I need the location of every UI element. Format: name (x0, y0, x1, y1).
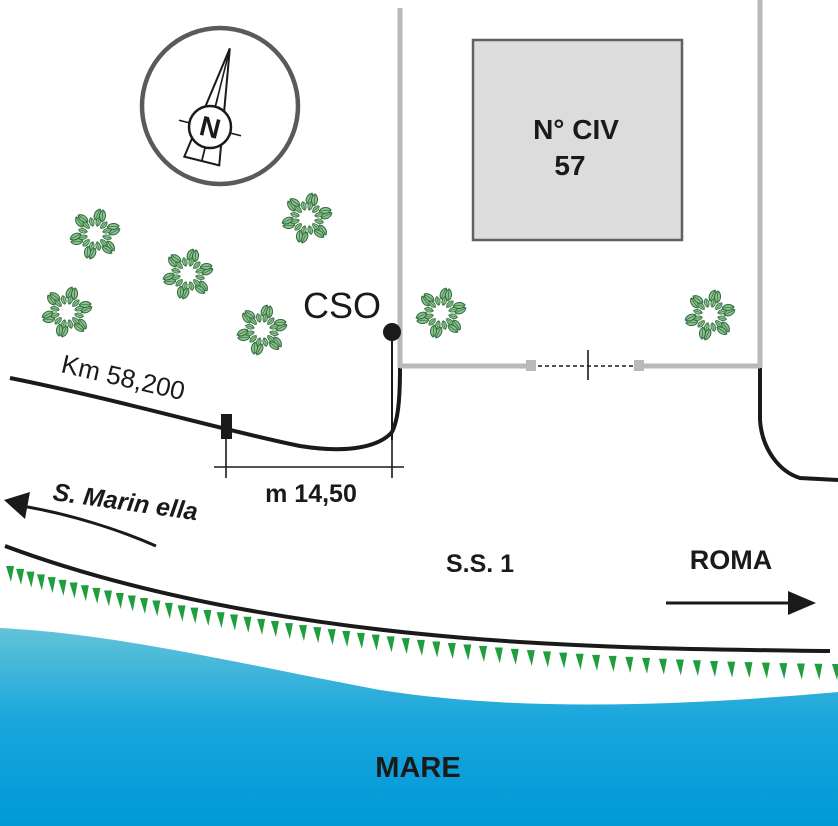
grass-tuft (692, 660, 701, 677)
compass-icon: N (139, 25, 301, 187)
coastline-vegetation (6, 566, 838, 680)
grass-tuft (386, 636, 395, 653)
road-south-edge (4, 544, 831, 653)
grass-tuft (608, 655, 617, 672)
grass-tuft (203, 609, 212, 626)
grass-tuft (463, 644, 472, 661)
km-marker (221, 414, 232, 439)
grass-tuft (526, 650, 535, 667)
grass-tuft (814, 663, 823, 680)
grass-tuft (152, 600, 161, 617)
grass-tuft (642, 657, 651, 674)
cso-point (383, 323, 401, 341)
sea-area (0, 628, 838, 826)
grass-tuft (371, 634, 380, 651)
building-label-line1: N° CIV (533, 114, 619, 145)
grass-tuft (16, 568, 25, 585)
grass-tuft (832, 664, 838, 680)
grass-tuft (494, 647, 503, 664)
gate-icon (526, 350, 644, 380)
road-label: S.S. 1 (446, 550, 514, 578)
grass-tuft (190, 607, 199, 624)
grass-tuft (658, 658, 667, 675)
grass-tuft (284, 623, 293, 640)
distance-label: m 14,50 (265, 480, 357, 508)
grass-tuft (177, 605, 186, 622)
grass-tuft (342, 630, 351, 647)
grass-tuft (416, 639, 425, 656)
grass-tuft (115, 593, 124, 610)
grass-tuft (796, 663, 805, 680)
grass-tuft (575, 653, 584, 670)
grass-tuft (243, 616, 252, 633)
grass-tuft (510, 648, 519, 665)
tree-icon (414, 286, 468, 340)
grass-tuft (744, 662, 753, 679)
grass-tuft (559, 652, 568, 669)
grass-tuft (270, 621, 279, 638)
grass-tuft (216, 612, 225, 629)
road-north-edge (9, 367, 402, 452)
grass-tuft (298, 625, 307, 642)
distance-dimension (214, 436, 404, 478)
tree-icon (235, 303, 289, 357)
grass-tuft (675, 659, 684, 676)
grass-tuft (92, 587, 101, 604)
grass-tuft (26, 571, 35, 588)
grass-tuft (103, 590, 112, 607)
tree-icon (68, 207, 122, 261)
grass-tuft (127, 595, 136, 612)
grass-tuft (356, 632, 365, 649)
grass-tuft (625, 656, 634, 673)
tree-icon (280, 191, 334, 245)
arrow-right-icon (666, 591, 816, 615)
arrow-left-icon (4, 492, 157, 548)
grass-tuft (36, 574, 45, 591)
grass-tuft (478, 646, 487, 663)
km-label: Km 58,200 (59, 349, 188, 407)
tree-icon (40, 285, 94, 339)
road-north-edge-right (758, 368, 838, 482)
grass-tuft (139, 598, 148, 615)
grass-tuft (592, 654, 601, 671)
grass-tuft (432, 641, 441, 658)
grass-tuft (257, 618, 266, 635)
grass-tuft (779, 663, 788, 680)
direction-right-label: ROMA (690, 545, 773, 575)
grass-tuft (58, 579, 67, 596)
grass-tuft (327, 629, 336, 646)
grass-tuft (447, 643, 456, 660)
grass-tuft (542, 651, 551, 668)
sea-label: MARE (375, 752, 460, 784)
grass-tuft (47, 577, 56, 594)
tree-icon (683, 288, 737, 342)
grass-tuft (229, 614, 238, 631)
grass-tuft (709, 660, 718, 677)
grass-tuft (164, 602, 173, 619)
grass-tuft (727, 661, 736, 678)
grass-tuft (313, 627, 322, 644)
grass-tuft (6, 566, 14, 582)
grass-tuft (401, 638, 410, 655)
direction-left-label: S. Marin ella (51, 478, 199, 526)
grass-tuft (761, 662, 770, 679)
cso-label: CSO (303, 285, 381, 326)
building (471, 38, 684, 242)
tree-icon (161, 247, 215, 301)
grass-tuft (69, 582, 78, 599)
grass-tuft (80, 585, 89, 602)
building-label-line2: 57 (554, 150, 585, 181)
